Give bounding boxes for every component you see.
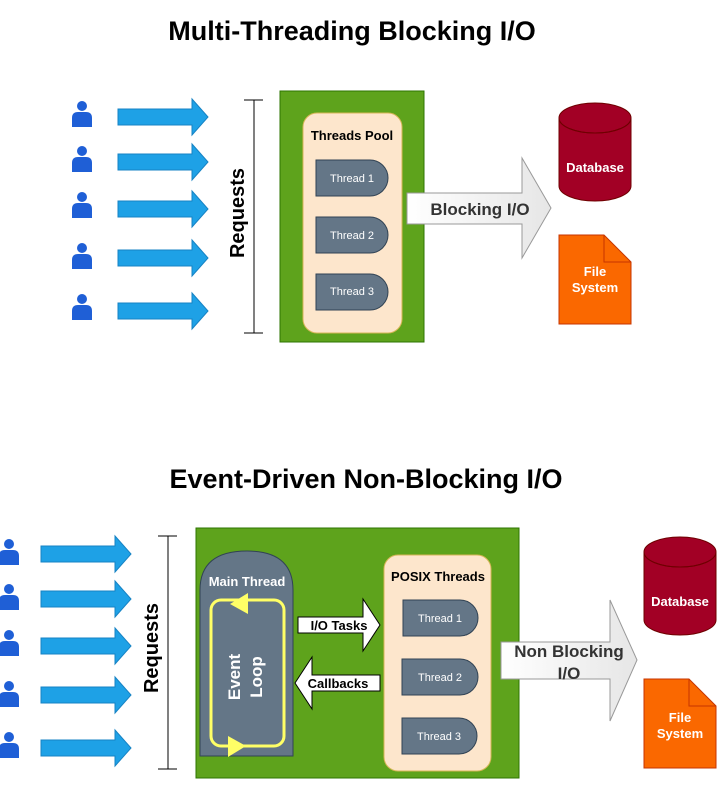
database-icon	[558, 102, 632, 202]
request-arrow	[117, 190, 209, 228]
top-fs-label-line2: System	[572, 280, 618, 295]
user-icon	[72, 243, 92, 269]
bottom-request-arrows	[40, 535, 132, 767]
bottom-requests-label: Requests	[141, 603, 163, 693]
top-title: Multi-Threading Blocking I/O	[168, 16, 536, 46]
non-blocking-io-label-line1: Non Blocking	[514, 642, 624, 661]
thread-shape	[401, 658, 479, 696]
non-blocking-io-label-line2: I/O	[558, 664, 581, 683]
database-icon	[643, 536, 717, 636]
top-users	[72, 101, 92, 320]
bottom-threads: Thread 1 Thread 2 Thread 3	[401, 599, 479, 755]
thread-shape	[401, 717, 478, 755]
top-threads: Thread 1 Thread 2 Thread 3	[315, 159, 389, 311]
main-thread-shape	[199, 550, 294, 757]
top-requests-label: Requests	[227, 168, 249, 258]
callbacks-arrow	[294, 655, 381, 711]
thread-shape	[315, 216, 389, 254]
bottom-users	[0, 539, 19, 758]
request-arrow	[40, 535, 132, 573]
main-thread-label: Main Thread	[209, 574, 286, 589]
file-icon	[558, 234, 632, 325]
bottom-requests-bracket	[158, 535, 177, 770]
user-icon	[0, 630, 19, 656]
top-request-arrows	[117, 98, 209, 330]
io-tasks-arrow	[297, 597, 381, 653]
user-icon	[72, 146, 92, 172]
user-icon	[72, 101, 92, 127]
user-icon	[0, 681, 19, 707]
thread-shape	[315, 159, 389, 197]
event-loop-label-line1: Event	[225, 654, 244, 701]
user-icon	[72, 192, 92, 218]
thread-label: Thread 2	[330, 230, 374, 242]
request-arrow	[117, 292, 209, 330]
bottom-fs-label-line2: System	[657, 726, 703, 741]
top-fs-label-line1: File	[584, 264, 606, 279]
thread-label: Thread 3	[417, 731, 461, 743]
io-tasks-label: I/O Tasks	[311, 618, 368, 633]
request-arrow	[40, 627, 132, 665]
user-icon	[72, 294, 92, 320]
user-icon	[0, 539, 19, 565]
bottom-database-label: Database	[651, 594, 709, 609]
blocking-io-label: Blocking I/O	[430, 200, 529, 219]
event-loop-arrow-icon	[228, 736, 246, 757]
user-icon	[0, 584, 19, 610]
request-arrow	[117, 143, 209, 181]
request-arrow	[40, 729, 132, 767]
file-icon	[643, 678, 717, 769]
request-arrow	[117, 98, 209, 136]
event-loop-label-line2: Loop	[247, 656, 266, 698]
request-arrow	[40, 676, 132, 714]
top-requests-bracket	[244, 99, 263, 334]
thread-shape	[402, 599, 479, 637]
thread-label: Thread 1	[418, 613, 462, 625]
thread-label: Thread 3	[330, 286, 374, 298]
user-icon	[0, 732, 19, 758]
posix-threads-title: POSIX Threads	[391, 569, 485, 584]
bottom-fs-label-line1: File	[669, 710, 691, 725]
threads-pool-title: Threads Pool	[311, 128, 393, 143]
request-arrow	[117, 239, 209, 277]
request-arrow	[40, 580, 132, 618]
non-blocking-io-arrow	[500, 599, 638, 722]
bottom-title: Event-Driven Non-Blocking I/O	[169, 464, 562, 494]
thread-label: Thread 2	[418, 672, 462, 684]
blocking-io-arrow	[406, 156, 552, 260]
top-database-label: Database	[566, 160, 624, 175]
event-loop-arrow-icon	[230, 593, 248, 614]
thread-label: Thread 1	[330, 173, 374, 185]
callbacks-label: Callbacks	[308, 676, 369, 691]
thread-shape	[315, 273, 389, 311]
